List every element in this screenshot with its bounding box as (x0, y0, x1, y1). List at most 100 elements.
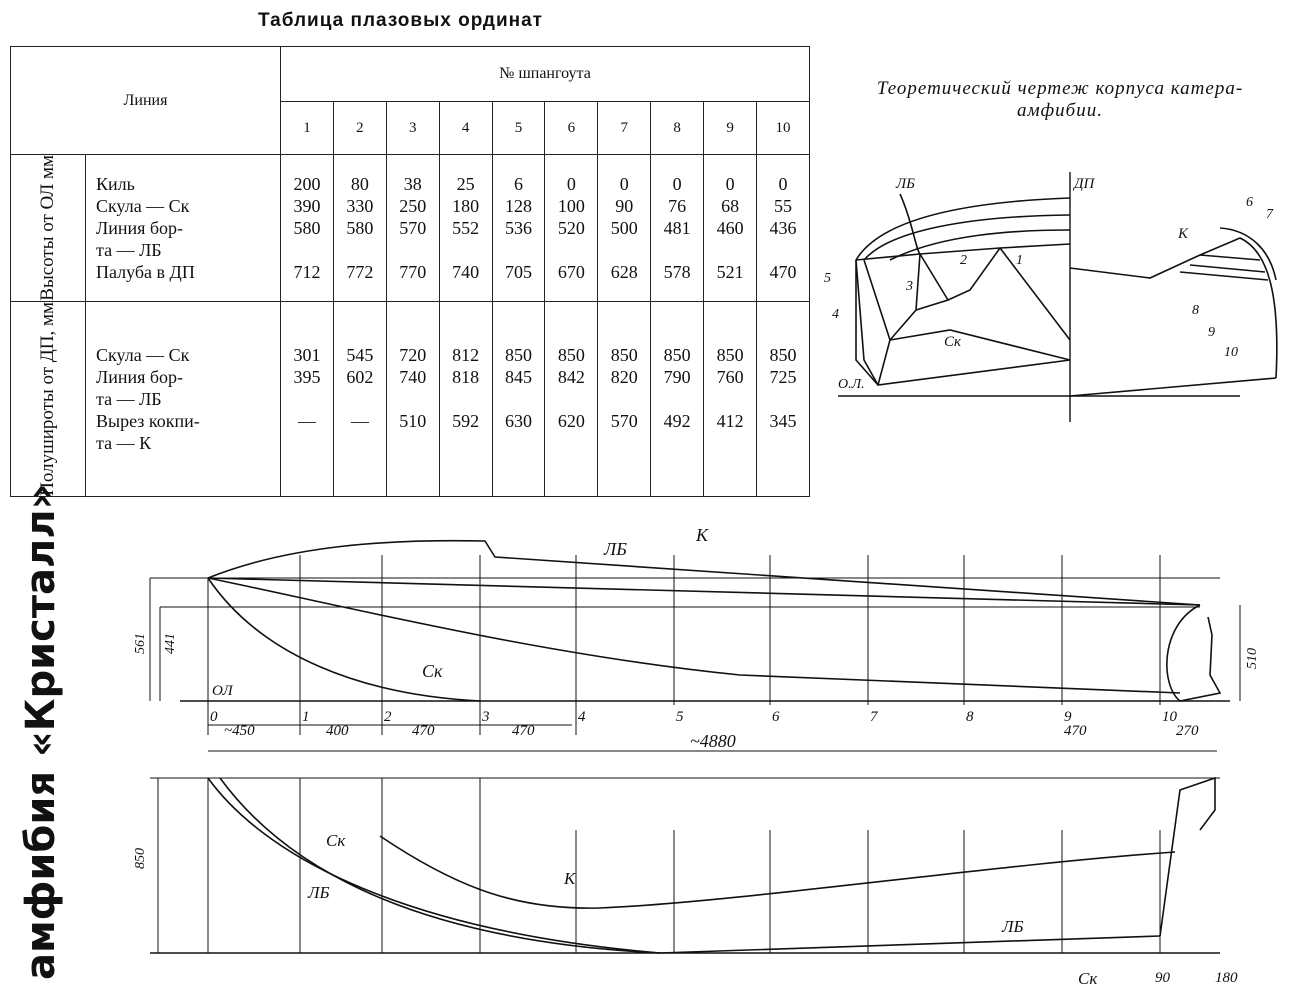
cell-value: 818 (452, 366, 480, 387)
cell-value: 200 (293, 173, 321, 194)
table-title: Таблица плазовых ординат (258, 10, 543, 31)
cell-value: 6 (514, 173, 523, 194)
cell-value: 845 (505, 366, 532, 387)
row-name-cont: та — ЛБ (96, 388, 162, 409)
chine-line (889, 329, 1071, 361)
cell-value: 670 (557, 261, 585, 282)
cell-value: 580 (293, 217, 321, 238)
frame-number-10: 10 (756, 101, 810, 155)
cell-value: 100 (557, 195, 585, 216)
cell-value: 545 (346, 344, 374, 365)
bp-frame-7: 7 (1266, 207, 1274, 222)
profile-label-ck: Ск (422, 661, 443, 681)
frame-number-4: 4 (438, 101, 493, 155)
cell-value: 470 (769, 261, 797, 282)
cell-value: 850 (610, 344, 638, 365)
cell-value: 628 (610, 261, 638, 282)
cell-value: 580 (346, 217, 374, 238)
row-name: Вырез кокпи- (96, 410, 200, 431)
cell-value: 536 (505, 217, 532, 238)
cell-value: 390 (293, 195, 321, 216)
stern-bottom (1069, 377, 1277, 397)
row-name-cont: та — К (96, 432, 152, 453)
lb-plan (219, 777, 661, 954)
cell-value: 705 (505, 261, 532, 282)
cell-value: 0 (778, 173, 788, 194)
station-number: 8 (966, 709, 974, 725)
cell-value: 492 (663, 410, 691, 431)
row-name: Линия бор- (96, 366, 184, 387)
cell-value: 128 (505, 195, 532, 216)
chine-line-ck (207, 577, 1181, 694)
row-name: Киль (96, 173, 135, 194)
cell-value: 740 (399, 366, 427, 387)
sheer-line-lb (207, 577, 1201, 606)
cell-value: 772 (346, 261, 374, 282)
cell-value: 725 (769, 366, 797, 387)
bp-label-ol: О.Л. (838, 377, 865, 392)
station-number: 1 (302, 709, 310, 725)
cell-value: 500 (610, 217, 638, 238)
cell-value: 578 (663, 261, 691, 282)
cell-value: 520 (557, 217, 585, 238)
dim-510: 510 (1245, 648, 1260, 669)
cell-value: 38 (403, 173, 422, 194)
plan-label-lb2: ЛБ (1001, 917, 1024, 936)
cell-value: 510 (399, 410, 427, 431)
frame-1 (999, 247, 1071, 341)
row-name: Скула — Ск (96, 344, 190, 365)
cell-value: 412 (716, 410, 744, 431)
station-number: 4 (578, 709, 586, 725)
dim-850: 850 (133, 848, 148, 869)
cell-value: 55 (774, 195, 792, 216)
station-number: 5 (676, 709, 684, 725)
frame-3b (915, 253, 950, 311)
half-breadth-group-label: Полушироты от ДП, мм (10, 300, 86, 497)
frame-5 (855, 259, 879, 386)
side-title: амфибия «Кристалл» (18, 483, 64, 980)
frame-number-7: 7 (597, 101, 652, 155)
plan-label-lb: ЛБ (307, 883, 330, 902)
station-number: 2 (384, 709, 392, 725)
heights-group-label: Высоты от ОЛ мм (10, 154, 86, 302)
bp-label-k: К (1177, 226, 1189, 242)
frame-2 (947, 247, 1001, 301)
plan-station-lines (207, 778, 1161, 953)
cell-value: 760 (716, 366, 744, 387)
row-name: Скула — Ск (96, 195, 190, 216)
bp-frame-6: 6 (1246, 195, 1253, 210)
body-plan-title: Теоретический чертеж корпуса катера-амфи… (876, 78, 1244, 121)
spacing-dim-label: 400 (326, 723, 349, 739)
profile-label-lb: ЛБ (603, 539, 627, 559)
sheer-line (855, 243, 1071, 261)
profile-label-ol: ОЛ (212, 683, 233, 699)
cell-value: 850 (505, 344, 532, 365)
cell-value: 68 (721, 195, 740, 216)
bp-frame-1: 1 (1016, 253, 1023, 268)
bp-frame-5: 5 (824, 271, 831, 286)
bp-frame-9: 9 (1208, 325, 1215, 340)
cell-value: 250 (399, 195, 427, 216)
line-header: Линия (10, 46, 281, 155)
dim-441: 441 (163, 633, 178, 654)
cell-value: 436 (769, 217, 797, 238)
plan-label-k: К (563, 869, 577, 888)
dim-180: 180 (1215, 970, 1238, 986)
cell-value: 0 (725, 173, 735, 194)
bp-frame-4: 4 (832, 307, 839, 322)
cell-value: 395 (293, 366, 321, 387)
